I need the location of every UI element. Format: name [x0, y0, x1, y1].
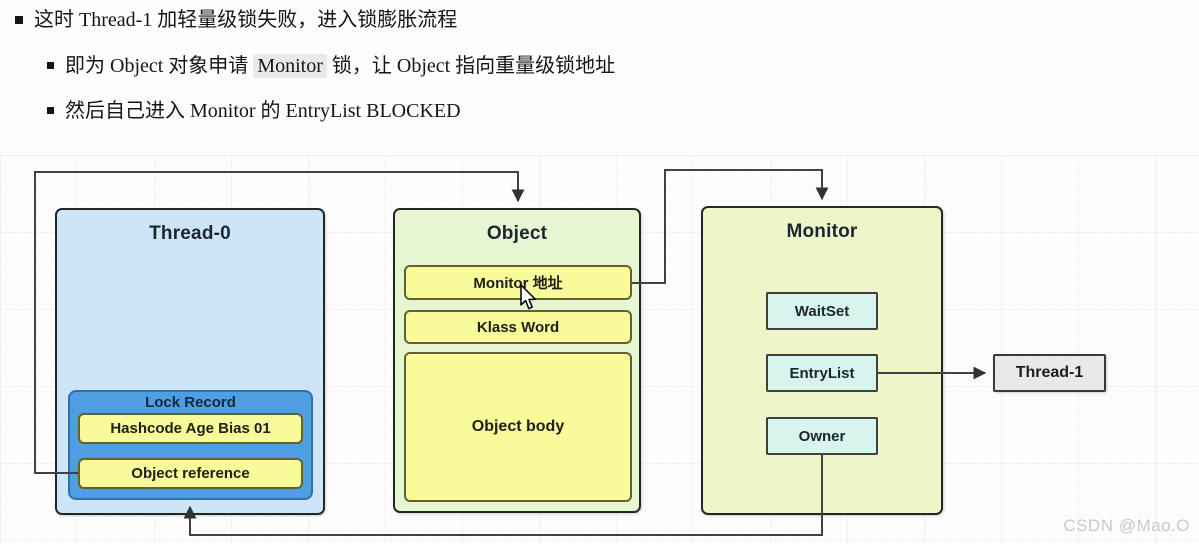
monitor-title: Monitor [786, 221, 858, 242]
node-thread-0: Thread-0 Lock Record Hashcode Age Bias 0… [55, 208, 325, 515]
thread-0-title: Thread-0 [149, 223, 231, 244]
bullet-item-2: 即为 Object 对象申请 Monitor 锁，让 Object 指向重量级锁… [47, 53, 615, 79]
cell-hashcode-age-bias: Hashcode Age Bias 01 [78, 413, 303, 444]
cell-object-body: Object body [404, 352, 632, 502]
node-thread-1: Thread-1 [993, 354, 1106, 392]
bullet-text-3: 然后自己进入 Monitor 的 EntryList BLOCKED [65, 100, 461, 122]
cell-owner: Owner [766, 417, 878, 455]
node-monitor: Monitor WaitSet EntryList Owner [701, 206, 943, 515]
bullet-text-2: 即为 Object 对象申请 Monitor 锁，让 Object 指向重量级锁… [65, 53, 615, 79]
bullet-item-3: 然后自己进入 Monitor 的 EntryList BLOCKED [47, 98, 461, 124]
lock-record-title: Lock Record [145, 394, 236, 411]
inline-code-highlight: Monitor [253, 54, 327, 78]
bullet-marker-icon [47, 62, 54, 69]
watermark-text: CSDN @Mao.O [1063, 516, 1190, 535]
node-lock-record: Lock Record Hashcode Age Bias 01 Object … [68, 390, 313, 500]
bullet-text-1: 这时 Thread-1 加轻量级锁失败，进入锁膨胀流程 [34, 9, 458, 31]
bullet-text-2-pre: 即为 Object 对象申请 [65, 55, 254, 77]
cell-entrylist: EntryList [766, 354, 878, 392]
object-title: Object [486, 223, 548, 244]
bullet-item-1: 这时 Thread-1 加轻量级锁失败，进入锁膨胀流程 [15, 7, 457, 33]
cell-waitset: WaitSet [766, 292, 878, 330]
node-object: Object Monitor 地址 Klass Word Object body [393, 208, 641, 513]
cell-klass-word: Klass Word [404, 310, 632, 344]
bullet-marker-icon [15, 16, 23, 24]
bullet-text-2-post: 锁，让 Object 指向重量级锁地址 [326, 55, 616, 77]
cell-monitor-address: Monitor 地址 [404, 265, 632, 300]
bullet-marker-icon [47, 107, 54, 114]
cell-object-reference: Object reference [78, 458, 303, 489]
